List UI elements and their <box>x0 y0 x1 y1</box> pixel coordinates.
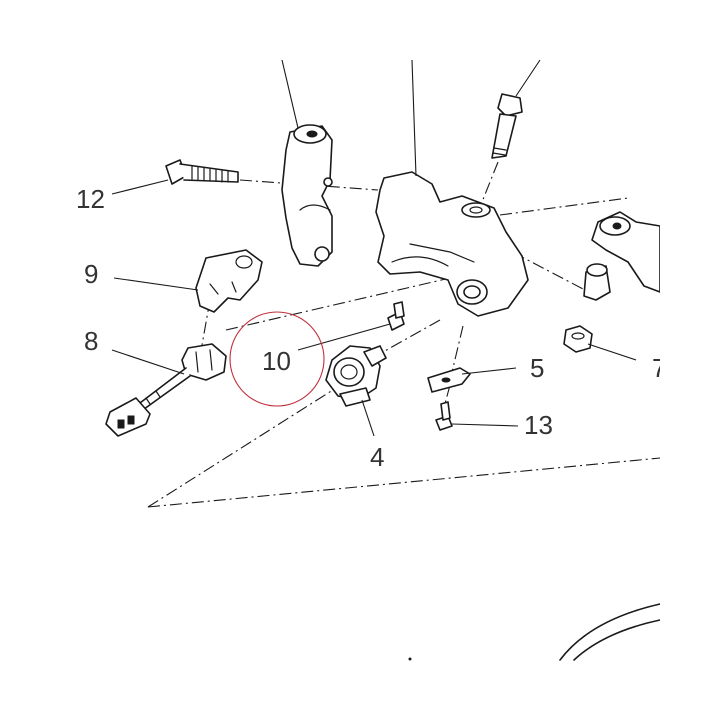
callout-9: 9 <box>84 259 98 289</box>
part-12-bolt <box>165 159 239 185</box>
part-8-switch-cable <box>105 343 227 437</box>
top-bolt <box>491 93 523 159</box>
part-13-screw <box>435 401 453 431</box>
callout-4: 4 <box>370 442 384 472</box>
callout-5: 5 <box>530 353 544 383</box>
callout-13: 13 <box>524 410 553 440</box>
leader-lines <box>111 59 637 437</box>
right-lever-arm <box>583 211 661 301</box>
part-4-adjuster <box>325 345 387 407</box>
callout-8: 8 <box>84 326 98 356</box>
cropped-partial-view <box>408 603 661 661</box>
callout-10: 10 <box>262 346 291 376</box>
part-7-hex-nut <box>563 325 593 353</box>
right-crop-mask <box>660 0 720 720</box>
upper-clamp-half <box>281 124 333 267</box>
part-5-clip-plate <box>427 367 471 393</box>
part-10-screw <box>387 301 405 331</box>
highlight-ring <box>229 311 325 407</box>
callout-12: 12 <box>76 184 105 214</box>
part-9-switch-cover <box>195 249 263 313</box>
main-bracket <box>375 171 529 317</box>
